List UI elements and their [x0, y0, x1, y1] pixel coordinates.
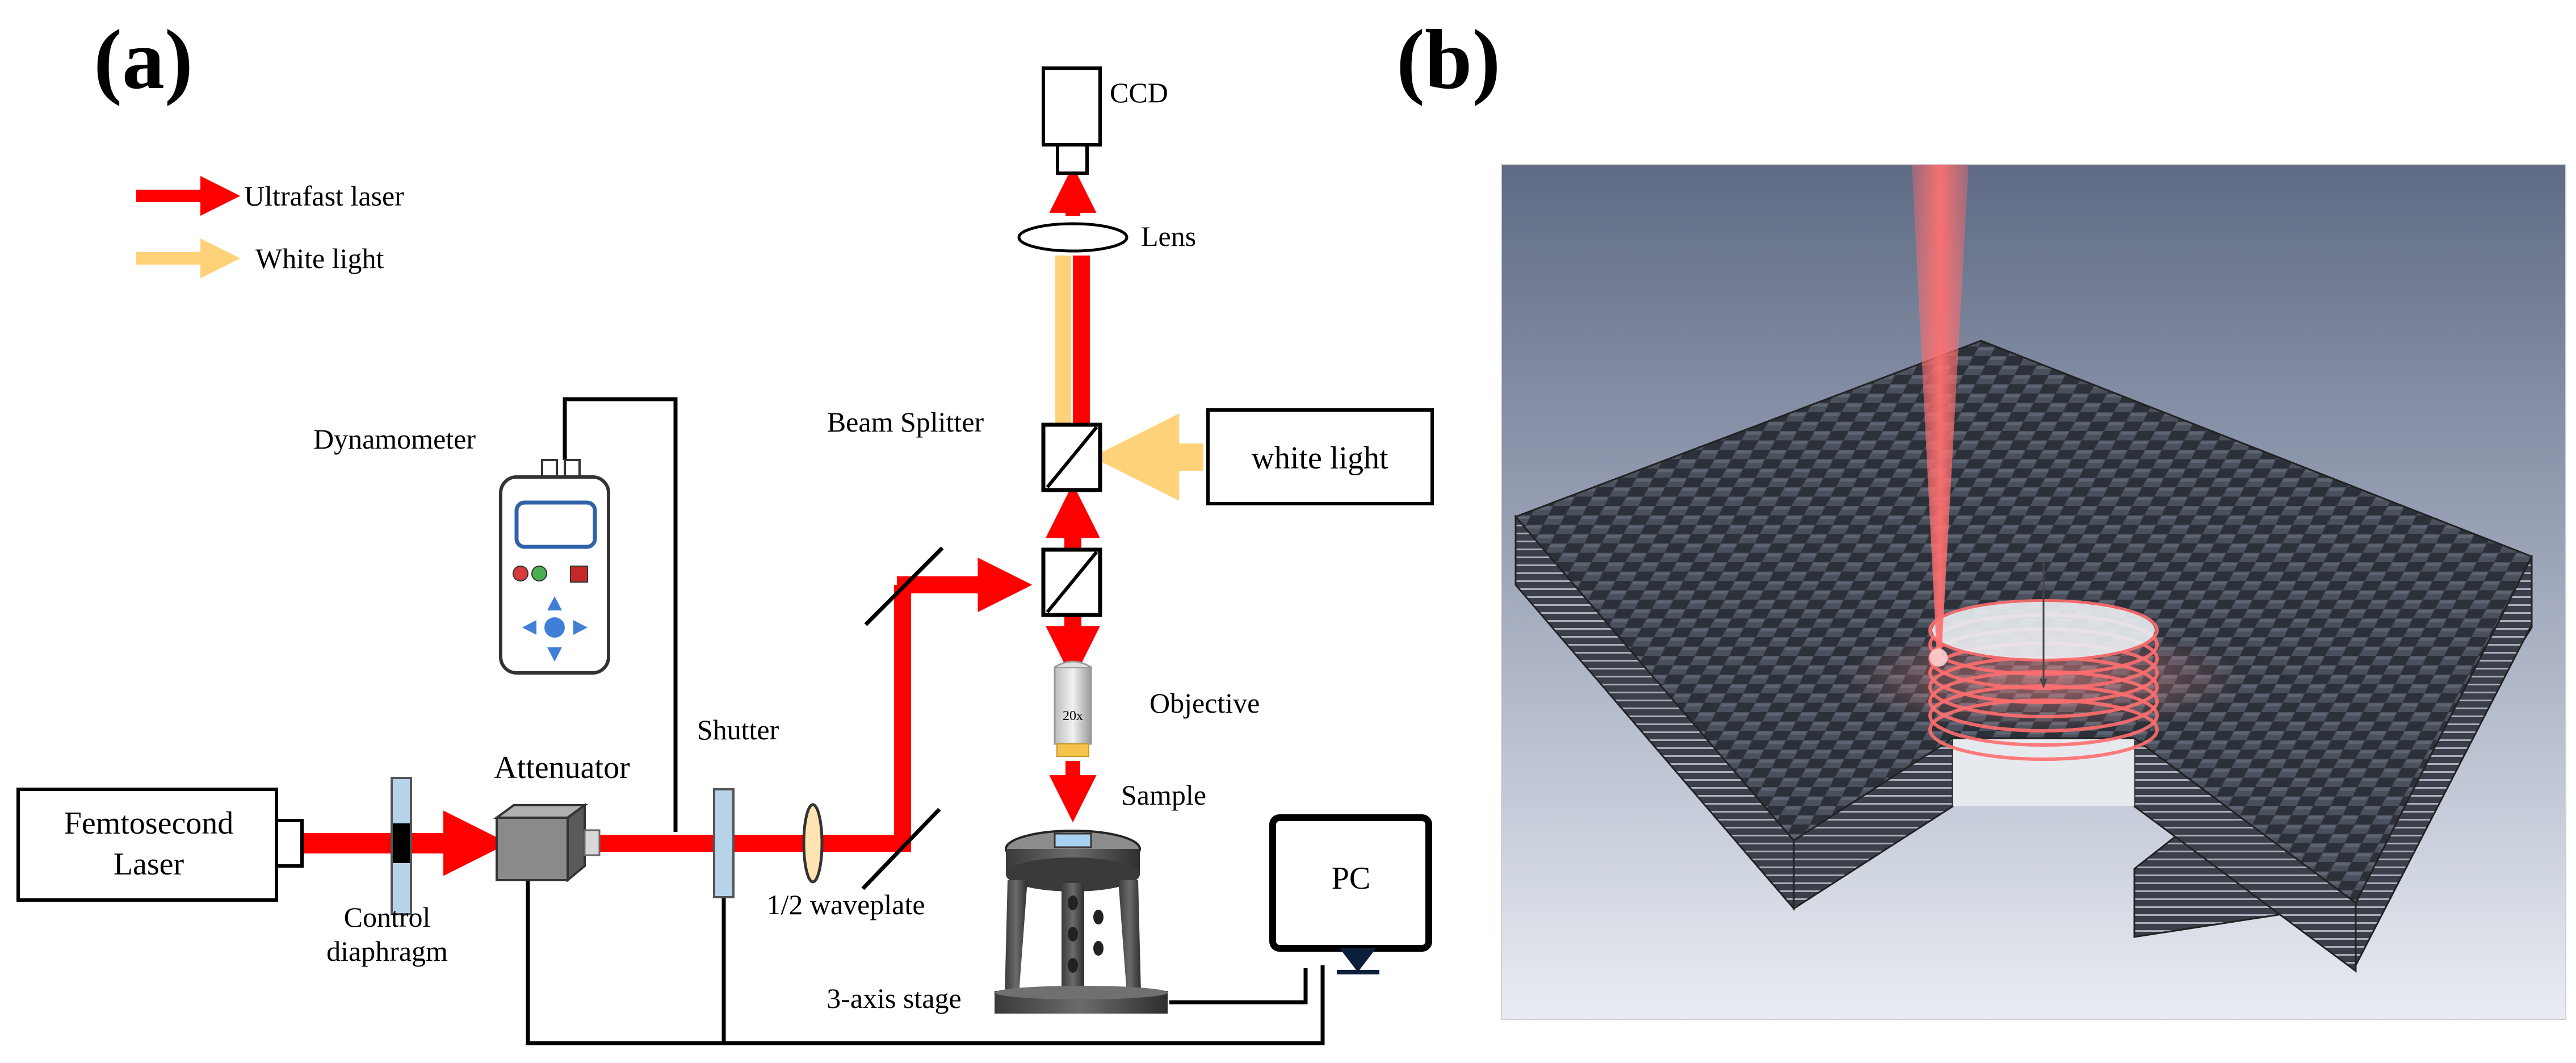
dynamometer: Dynamometer — [313, 423, 610, 675]
femtosecond-laser-label-1: Femtosecond — [64, 806, 234, 841]
shutter-label: Shutter — [697, 714, 779, 746]
lens-label: Lens — [1141, 220, 1196, 252]
panel-a-label: (a) — [94, 12, 193, 107]
white-light-label: white light — [1251, 441, 1388, 476]
waveplate-label: 1/2 waveplate — [766, 889, 925, 920]
beam-splitter-upper: Beam Splitter — [827, 406, 1102, 492]
pc-label: PC — [1332, 861, 1371, 896]
beam-splitter-label: Beam Splitter — [827, 406, 984, 438]
attenuator: Attenuator — [493, 750, 630, 883]
control-diaphragm: Control diaphragm — [326, 777, 448, 967]
attenuator-label: Attenuator — [494, 750, 630, 785]
three-axis-stage: 3-axis stage — [826, 830, 1168, 1014]
control-diaphragm-label-1: Control — [344, 901, 431, 933]
femtosecond-laser: Femtosecond Laser — [16, 788, 304, 902]
half-waveplate: 1/2 waveplate — [766, 803, 925, 920]
legend-white-label: White light — [255, 242, 384, 274]
laser-path — [301, 165, 1203, 876]
control-diaphragm-label-2: diaphragm — [326, 935, 448, 967]
stage-label: 3-axis stage — [826, 982, 961, 1014]
ccd-camera: CCD — [1042, 66, 1168, 175]
femtosecond-laser-label-2: Laser — [114, 847, 184, 882]
legend: Ultrafast laser White light — [136, 175, 404, 279]
sample-label: Sample — [1121, 779, 1206, 811]
objective: 20x Objective — [1054, 660, 1260, 757]
legend-laser-label: Ultrafast laser — [244, 180, 404, 212]
mirror-lower — [861, 807, 941, 890]
white-light-source: white light — [1206, 408, 1434, 505]
mirror-upper — [864, 546, 944, 626]
objective-label: Objective — [1149, 687, 1260, 719]
ccd-label: CCD — [1110, 77, 1168, 108]
beam-splitter-lower — [1041, 547, 1102, 617]
objective-mark: 20x — [1063, 709, 1083, 723]
control-wires — [526, 397, 1325, 1045]
pc-monitor: PC — [1269, 814, 1432, 974]
panel-b-render — [1501, 164, 2566, 1020]
dynamometer-label: Dynamometer — [313, 423, 476, 455]
lens: Lens — [1017, 220, 1196, 253]
shutter: Shutter — [697, 714, 779, 898]
panel-b-label: (b) — [1396, 12, 1500, 107]
